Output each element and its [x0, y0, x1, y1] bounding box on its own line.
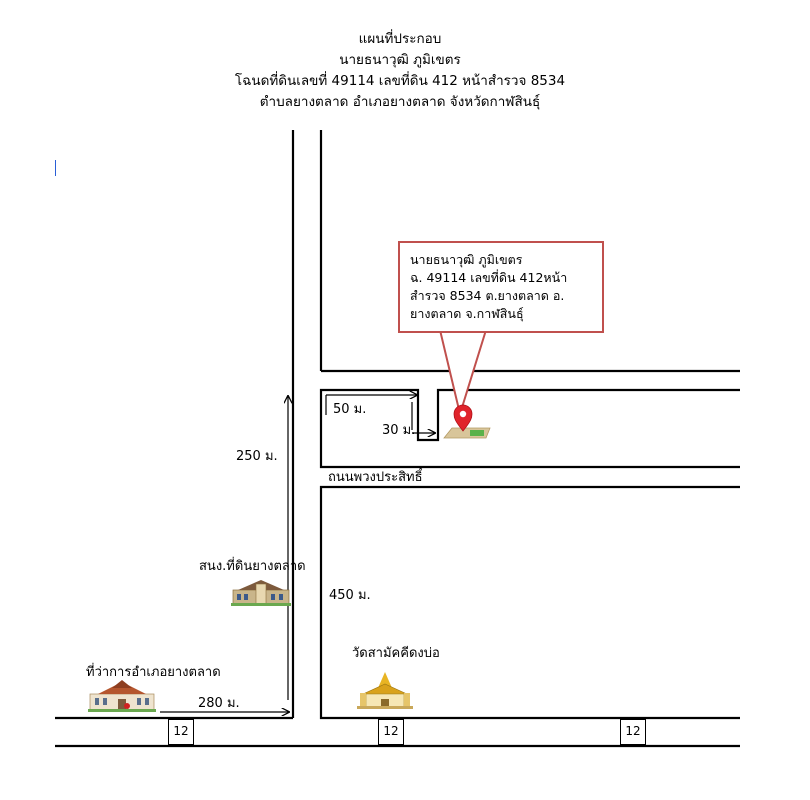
land-parcel-icon — [443, 427, 491, 439]
text-cursor — [55, 160, 56, 176]
callout-line-1: นายธนาวุฒิ ภูมิเขตร — [410, 252, 523, 267]
location-pin-icon — [453, 404, 473, 432]
title-line-1: แผนที่ประกอบ — [358, 31, 442, 47]
distance-label-250m: 250 ม. — [236, 449, 278, 464]
temple-icon — [357, 672, 413, 709]
route-number-box: 12 — [620, 719, 646, 745]
temple-label: วัดสามัคคีดงบ่อ — [352, 646, 440, 661]
route-number-box: 12 — [378, 719, 404, 745]
callout-line-3: สำรวจ 8534 ต.ยางตลาด อ. — [410, 288, 565, 303]
land-office-label: สนง.ที่ดินยางตลาด — [199, 559, 306, 574]
distance-arrows — [160, 395, 435, 712]
callout-line-2: ฉ. 49114 เลขที่ดิน 412หน้า — [410, 270, 568, 285]
distance-label-30m: 30 ม. — [382, 423, 416, 438]
distance-label-50m: 50 ม. — [333, 402, 367, 417]
distance-label-280m: 280 ม. — [198, 696, 240, 711]
title-line-2: นายธนาวุฒิ ภูมิเขตร — [339, 52, 461, 68]
callout-line-4: ยางตลาด จ.กาฬสินธุ์ — [410, 306, 524, 321]
district-office-label: ที่ว่าการอำเภอยางตลาด — [86, 665, 221, 680]
map-title: แผนที่ประกอบ นายธนาวุฒิ ภูมิเขตร โฉนดที่… — [200, 29, 600, 113]
distance-label-450m: 450 ม. — [329, 588, 371, 603]
land-parcel-outline — [319, 388, 740, 469]
title-line-3: โฉนดที่ดินเลขที่ 49114 เลขที่ดิน 412 หน้… — [234, 73, 566, 89]
district-office-building-icon — [88, 680, 156, 712]
side-road-lower-edge — [319, 485, 740, 720]
side-road-name: ถนนพวงประสิทธิ์ — [328, 470, 423, 485]
title-line-4: ตำบลยางตลาด อำเภอยางตลาด จังหวัดกาฬสินธุ… — [259, 94, 541, 110]
road-lines — [55, 130, 740, 748]
owner-callout: นายธนาวุฒิ ภูมิเขตร ฉ. 49114 เลขที่ดิน 4… — [398, 241, 604, 333]
land-office-building-icon — [231, 580, 291, 606]
route-number-box: 12 — [168, 719, 194, 745]
